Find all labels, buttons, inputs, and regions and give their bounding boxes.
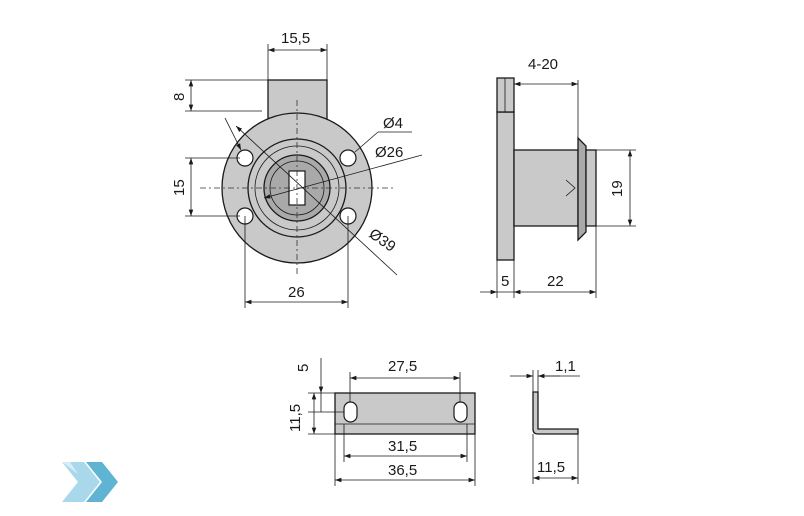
bracket-view: 1,1 11,5 — [510, 358, 580, 484]
dim-slot-spacing: 27,5 — [388, 358, 417, 375]
dim-body-height: 19 — [609, 180, 626, 197]
strike-plate — [334, 392, 476, 435]
dim-tab-height: 8 — [171, 93, 188, 101]
dim-thickness-range: 4-20 — [528, 56, 558, 73]
side-cam — [577, 136, 587, 242]
side-body — [513, 149, 579, 227]
dim-hole-spacing-v: 15 — [171, 179, 188, 196]
strike-plate-view: 27,5 5 11,5 31,5 36,5 — [287, 358, 476, 486]
dim-bracket-thickness: 1,1 — [555, 358, 576, 375]
side-cap — [585, 149, 597, 227]
dim-cylinder-dia: Ø26 — [375, 144, 403, 161]
dim-width-top: 15,5 — [281, 30, 310, 47]
slot-right — [453, 401, 468, 423]
dim-total-length: 36,5 — [388, 462, 417, 479]
dim-edge-height: 5 — [295, 364, 312, 372]
bracket-profile — [532, 391, 579, 435]
arrow-logo-icon — [62, 462, 118, 502]
dim-inner-length: 31,5 — [388, 438, 417, 455]
dim-flange-thickness: 5 — [501, 273, 509, 290]
dim-hole-spacing-h: 26 — [288, 284, 305, 301]
side-view: 4-20 19 5 22 — [480, 56, 636, 298]
dim-body-length: 22 — [547, 273, 564, 290]
side-tab — [496, 77, 515, 113]
slot-left — [343, 401, 358, 423]
side-flange — [496, 111, 515, 261]
dim-hole-dia: Ø4 — [383, 115, 403, 132]
screw-hole-tr — [339, 149, 357, 167]
dim-plate-height: 11,5 — [287, 404, 304, 432]
front-view: 15,5 8 15 26 Ø4 Ø26 Ø39 — [171, 30, 423, 308]
dim-bracket-leg: 11,5 — [537, 459, 565, 476]
